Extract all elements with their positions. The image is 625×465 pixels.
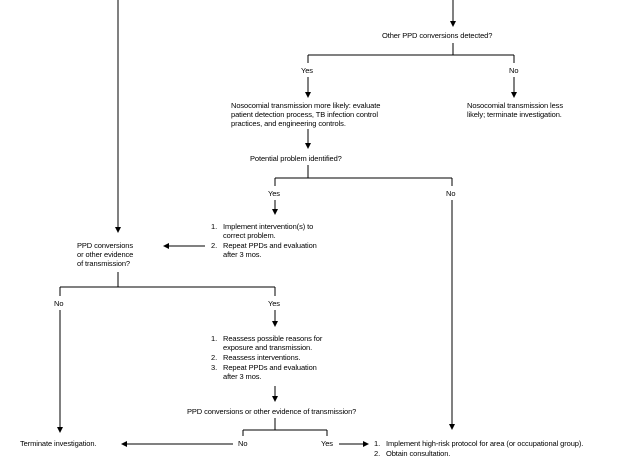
label-no-2: No [446,189,456,198]
question-ppd-transmission-left: PPD conversions or other evidence of tra… [77,241,134,268]
label-no-4: No [238,439,248,448]
label-no-3: No [54,299,64,308]
question-problem: Potential problem identified? [250,154,342,163]
label-yes-2: Yes [268,189,280,198]
question-other-ppd: Other PPD conversions detected? [382,31,493,40]
label-yes-3: Yes [268,299,280,308]
box-terminate: Terminate investigation. [20,439,97,448]
label-no-1: No [509,66,519,75]
box-nosocomial-likely: Nosocomial transmission more likely: eva… [231,101,381,128]
list-item: 1. Implement high-risk protocol for area… [374,439,584,448]
box-nosocomial-less: Nosocomial transmission less likely; ter… [467,101,563,119]
label-yes-1: Yes [301,66,313,75]
label-yes-4: Yes [321,439,333,448]
list-item: 2. Reassess interventions. [211,353,301,362]
question-ppd-transmission-bottom: PPD conversions or other evidence of tra… [187,407,357,416]
list-high-risk: 1. Implement high-risk protocol for area… [374,439,619,461]
list-item: 2. Obtain consultation. [374,449,451,458]
